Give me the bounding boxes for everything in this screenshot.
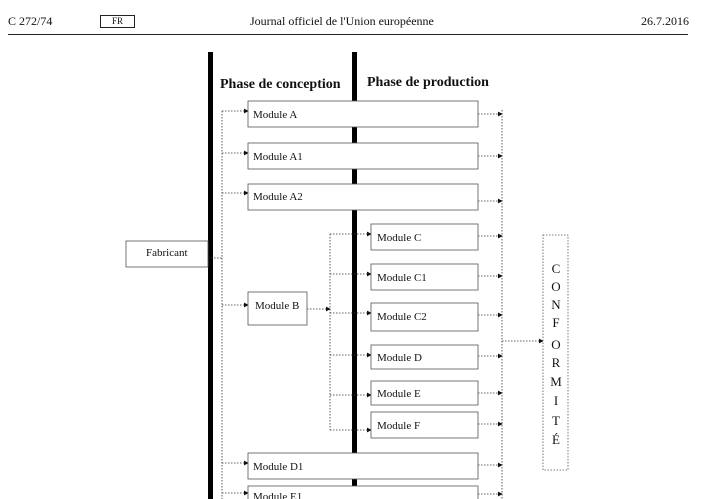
conformity-letter: I [554,393,558,408]
module-c-box [370,223,479,251]
conformity-letter: O [551,279,560,294]
module-c1-label: Module C1 [377,272,427,284]
conformity-letter: C [552,261,561,276]
module-a-box [247,100,479,128]
module-b-box [247,291,308,326]
module-f-box [370,411,479,439]
module-c2-box [370,302,479,332]
module-a-label: Module A [253,109,297,121]
manufacturer-label: Fabricant [146,247,188,259]
module-a2-box [247,183,479,211]
design-phase-divider [208,52,213,499]
module-a1-box [247,142,479,170]
module-c2-label: Module C2 [377,311,427,323]
header-rule [8,34,688,35]
language-badge: FR [100,15,135,28]
conformity-box [542,234,569,471]
manufacturer-box [125,240,209,268]
module-b-label: Module B [255,300,299,312]
module-e-box [370,380,479,406]
publication-date: 26.7.2016 [641,14,689,28]
module-d-box [370,344,479,370]
module-a1-label: Module A1 [253,151,303,163]
module-e1-box [247,485,479,499]
conformity-letter: N [551,297,561,312]
module-c1-box [370,263,479,291]
module-d1-label: Module D1 [253,461,303,473]
phase-production-heading: Phase de production [367,75,489,90]
module-d-label: Module D [377,352,422,364]
connector-lines [208,108,544,499]
journal-title: Journal officiel de l'Union européenne [250,14,434,28]
module-d1-box [247,452,479,480]
conformity-letter: R [552,355,561,370]
module-f-label: Module F [377,420,420,432]
module-c-label: Module C [377,232,421,244]
conformity-letter: T [552,413,560,428]
phase-design-heading: Phase de conception [220,77,341,92]
conformity-letter: F [552,315,559,330]
production-phase-divider [352,52,357,499]
module-e1-label: Module E1 [253,491,302,499]
module-e-label: Module E [377,388,421,400]
page-reference: C 272/74 [8,14,53,28]
conformity-letter: É [552,432,560,447]
module-a2-label: Module A2 [253,191,303,203]
conformity-letter: M [550,374,562,389]
conformity-letter: O [551,337,560,352]
